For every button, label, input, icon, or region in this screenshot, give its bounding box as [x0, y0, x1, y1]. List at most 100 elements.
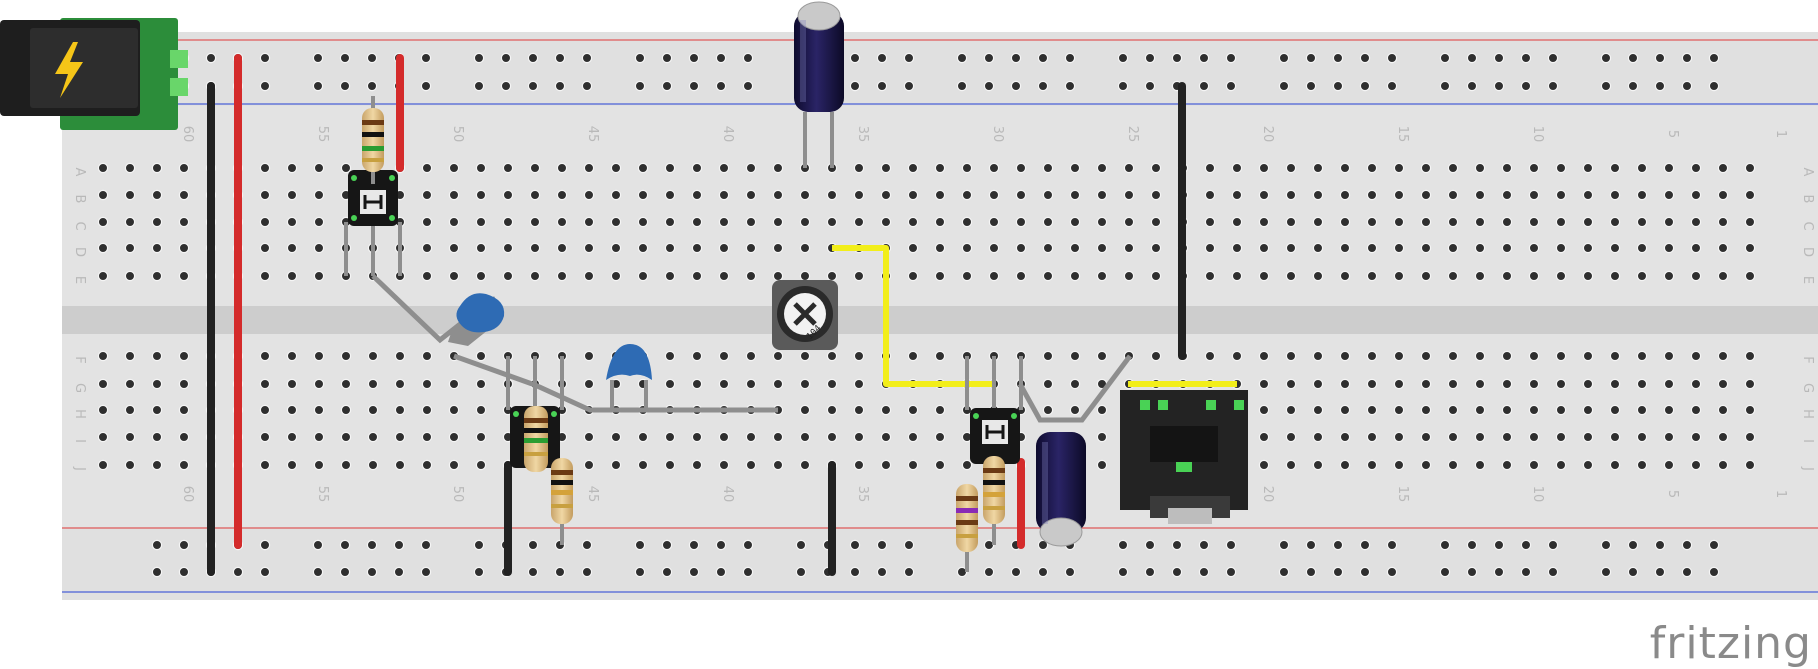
breadboard-hole — [151, 216, 163, 228]
breadboard-hole — [934, 431, 946, 443]
breadboard-hole — [1278, 539, 1290, 551]
breadboard-hole — [421, 459, 433, 471]
breadboard-hole — [1144, 566, 1156, 578]
breadboard-hole — [1231, 189, 1243, 201]
trimmer-potentiometer: 104 — [772, 280, 838, 350]
dc-jack-barrel — [30, 28, 138, 108]
breadboard-hole — [581, 539, 593, 551]
breadboard-hole — [1420, 378, 1432, 390]
breadboard-hole — [502, 216, 514, 228]
breadboard-hole — [1582, 242, 1594, 254]
column-number: 60 — [180, 126, 195, 143]
resistor-low-c — [983, 456, 1005, 524]
breadboard-hole — [1069, 242, 1081, 254]
breadboard-hole — [903, 539, 915, 551]
column-number: 60 — [180, 486, 195, 503]
breadboard-hole — [1609, 270, 1621, 282]
wire-grey-right — [1017, 354, 1132, 423]
row-letter: A — [1800, 168, 1815, 177]
breadboard-hole — [583, 350, 595, 362]
row-letter: H — [72, 409, 87, 419]
row-letter: E — [1800, 276, 1815, 284]
breadboard-bottom-rail — [62, 527, 1818, 600]
breadboard-hole — [1015, 270, 1027, 282]
breadboard-hole — [1204, 216, 1216, 228]
breadboard-hole — [1339, 459, 1351, 471]
breadboard-hole — [1359, 539, 1371, 551]
breadboard-hole — [1447, 378, 1459, 390]
breadboard-hole — [394, 431, 406, 443]
breadboard-hole — [394, 350, 406, 362]
breadboard-hole — [556, 270, 568, 282]
breadboard-hole — [799, 459, 811, 471]
breadboard-hole — [1474, 242, 1486, 254]
breadboard-hole — [772, 459, 784, 471]
breadboard-hole — [1278, 566, 1290, 578]
breadboard-hole — [1042, 270, 1054, 282]
breadboard-hole — [1627, 539, 1639, 551]
breadboard-hole — [880, 216, 892, 228]
breadboard-hole — [527, 80, 539, 92]
breadboard-hole — [475, 350, 487, 362]
row-letter: C — [72, 221, 87, 230]
breadboard-hole — [1520, 539, 1532, 551]
breadboard-hole — [1042, 216, 1054, 228]
breadboard-hole — [1198, 539, 1210, 551]
breadboard-hole — [1555, 459, 1567, 471]
breadboard-hole — [1681, 539, 1693, 551]
row-letter: C — [1800, 221, 1815, 230]
ceramic-capacitor-left — [448, 293, 505, 346]
breadboard-hole — [745, 350, 757, 362]
resistor-top — [362, 96, 384, 184]
breadboard-hole — [1393, 189, 1405, 201]
breadboard-hole — [745, 162, 757, 174]
breadboard-hole — [1258, 216, 1270, 228]
breadboard-hole — [1717, 431, 1729, 443]
breadboard-hole — [1123, 242, 1135, 254]
breadboard-hole — [961, 242, 973, 254]
breadboard-hole — [554, 566, 566, 578]
breadboard-hole — [745, 216, 757, 228]
breadboard-hole — [745, 189, 757, 201]
breadboard-hole — [1466, 539, 1478, 551]
electrolytic-capacitor-bottom — [1036, 432, 1086, 547]
breadboard-hole — [151, 378, 163, 390]
breadboard-hole — [1447, 431, 1459, 443]
breadboard-hole — [1393, 216, 1405, 228]
center-channel — [62, 306, 1818, 334]
row-letter: H — [1800, 409, 1815, 419]
breadboard-hole — [286, 350, 298, 362]
breadboard-hole — [1339, 404, 1351, 416]
breadboard-hole — [1582, 378, 1594, 390]
breadboard-hole — [178, 378, 190, 390]
breadboard-hole — [556, 242, 568, 254]
breadboard-hole — [366, 566, 378, 578]
breadboard-hole — [1064, 52, 1076, 64]
column-number: 15 — [1395, 486, 1410, 503]
breadboard-hole — [1439, 539, 1451, 551]
breadboard-hole — [1386, 539, 1398, 551]
breadboard-hole — [1474, 162, 1486, 174]
breadboard-hole — [151, 242, 163, 254]
breadboard-hole — [97, 431, 109, 443]
breadboard-hole — [688, 539, 700, 551]
breadboard-hole — [583, 378, 595, 390]
breadboard-hole — [1096, 350, 1108, 362]
breadboard-hole — [1609, 162, 1621, 174]
breadboard-hole — [637, 162, 649, 174]
breadboard-hole — [313, 404, 325, 416]
breadboard-hole — [313, 459, 325, 471]
breadboard-hole — [849, 80, 861, 92]
row-letter: G — [72, 383, 87, 393]
breadboard-hole — [664, 216, 676, 228]
breadboard-hole — [907, 431, 919, 443]
breadboard-hole — [1547, 566, 1559, 578]
breadboard-hole — [1015, 242, 1027, 254]
breadboard-hole — [286, 242, 298, 254]
column-number: 1 — [1773, 130, 1788, 138]
breadboard-hole — [1681, 566, 1693, 578]
breadboard-hole — [448, 378, 460, 390]
breadboard-hole — [313, 431, 325, 443]
breadboard-hole — [1420, 270, 1432, 282]
breadboard-hole — [286, 459, 298, 471]
